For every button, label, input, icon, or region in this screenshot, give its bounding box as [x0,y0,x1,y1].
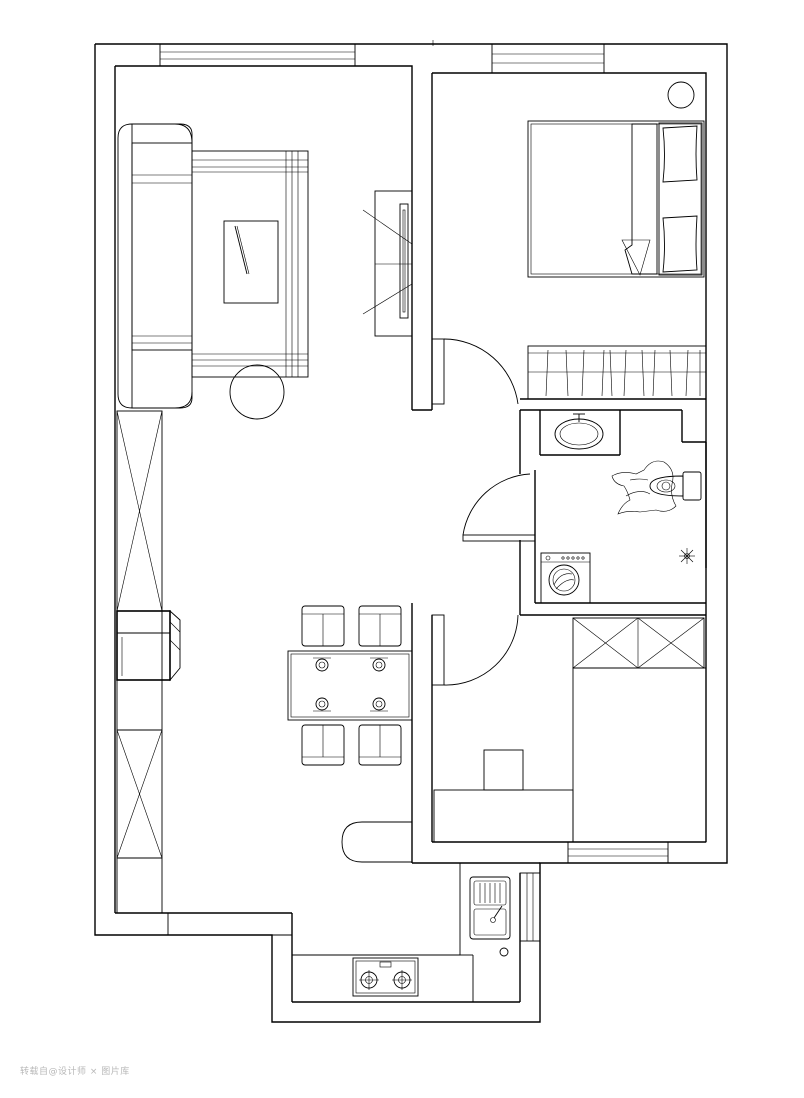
window-study-bottom [567,841,669,864]
partition-end [341,821,412,863]
drain-circle [499,947,509,957]
dining-chairs [301,605,402,766]
bedside-lamp [667,81,695,109]
door-study[interactable] [431,614,519,686]
stove [352,957,419,997]
window-bedroom-top [491,43,605,74]
door-bedroom[interactable] [431,338,519,405]
coffee-table [223,220,279,304]
window-kitchen-side [519,872,541,942]
tall-cabinets [116,410,163,859]
desk [433,789,574,843]
desk-chair [483,749,524,791]
tv-cabinet [362,190,413,337]
fridge [116,609,181,682]
toilet [649,471,702,501]
dining-table [287,650,413,721]
floor-drain-icon [679,548,695,564]
rug [191,150,309,378]
tv-icon [399,203,409,319]
washbasin [554,413,604,450]
table-settings [313,657,388,712]
study-wardrobe [572,617,705,669]
single-bed [572,667,707,843]
sink [469,876,511,940]
bed [527,120,705,278]
bathroom-walls [519,398,707,616]
door-bathroom[interactable] [462,473,536,542]
kitchen-counter [162,863,474,1002]
shoe-cabinet [116,857,163,914]
watermark: 转载自@设计师 × 图片库 [20,1067,130,1077]
wardrobe [527,345,707,400]
round-side-table [229,364,285,420]
window-living-top [159,43,356,67]
person-seated-icon [611,460,677,515]
sofa [117,123,193,409]
washing-machine [540,552,591,604]
